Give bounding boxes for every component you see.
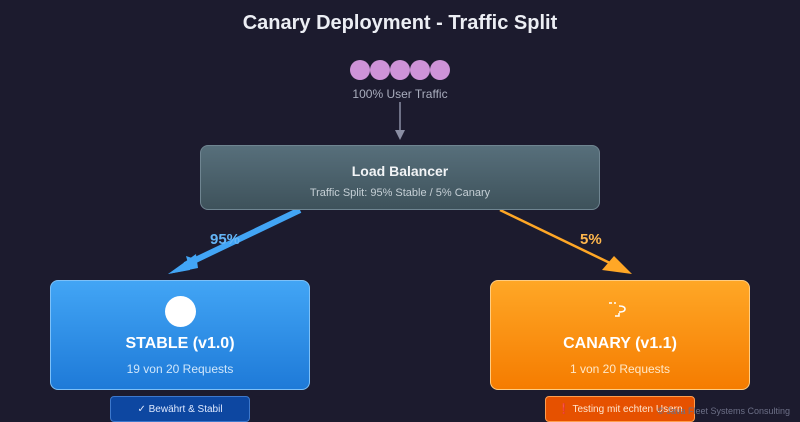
canary-requests: 1 von 20 Requests — [569, 362, 671, 376]
user-arrow — [395, 102, 405, 140]
user-icon — [430, 60, 450, 80]
bird-icon — [491, 295, 749, 327]
user-icon — [410, 60, 430, 80]
canary-arrow — [499, 208, 632, 274]
stable-name: STABLE (v1.0) — [125, 335, 235, 352]
user-group — [350, 60, 450, 80]
load-balancer-box: Load Balancer Traffic Split: 95% Stable … — [200, 145, 600, 210]
stable-percent: 95% — [210, 231, 241, 248]
copyright: © Java Fleet Systems Consulting — [657, 406, 790, 416]
canary-card: CANARY (v1.1) 1 von 20 Requests — [490, 280, 750, 390]
canary-percent: 5% — [580, 231, 602, 248]
load-balancer-title: Load Balancer — [351, 163, 449, 179]
stable-requests: 19 von 20 Requests — [126, 362, 234, 376]
load-balancer-subtitle: Traffic Split: 95% Stable / 5% Canary — [309, 187, 491, 199]
stable-badge: ✓ Bewährt & Stabil — [110, 396, 250, 422]
canary-badge: ❗ Testing mit echten Usern — [545, 396, 695, 422]
user-icon — [350, 60, 370, 80]
canary-name: CANARY (v1.1) — [563, 335, 677, 352]
user-traffic-label: 100% User Traffic — [352, 87, 448, 101]
circle-icon — [51, 295, 309, 327]
user-icon — [370, 60, 390, 80]
stable-card: STABLE (v1.0) 19 von 20 Requests — [50, 280, 310, 390]
stable-arrow — [168, 207, 302, 274]
user-icon — [390, 60, 410, 80]
diagram-title: Canary Deployment - Traffic Split — [242, 12, 558, 34]
